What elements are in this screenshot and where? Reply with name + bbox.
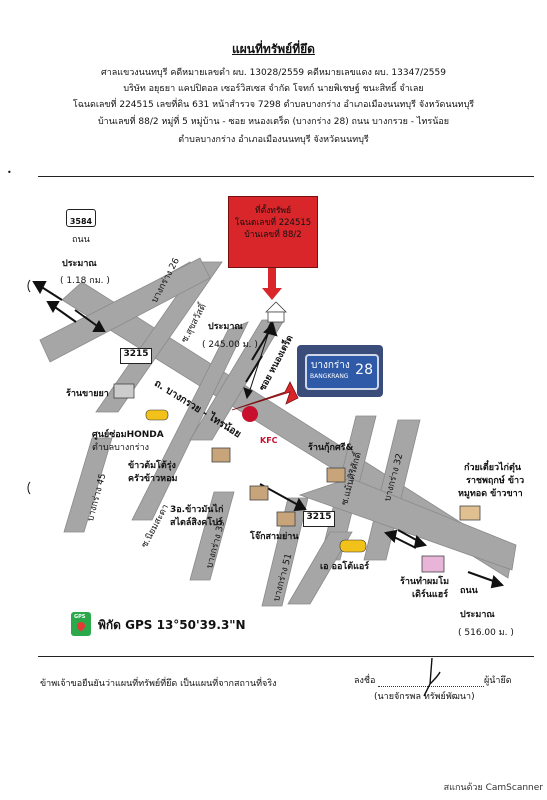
highway-3215-right-number: 3215	[306, 512, 332, 522]
lower-mid-road	[287, 531, 353, 605]
property-box-house: บ้านเลขที่ 88/2	[244, 230, 302, 240]
property-down-arrow	[262, 268, 282, 300]
court-case-line: ศาลแขวงนนทบุรี คดีหมายเลขดำ ผบ. 13028/25…	[100, 68, 446, 78]
signature-role: ผู้นำยึด	[484, 676, 512, 686]
bangkrang-39-road	[189, 491, 235, 581]
signature-line	[378, 686, 484, 687]
property-location-box: ที่ตั้งทรัพย์ โฉนดเลขที่ 224515 บ้านเลขท…	[228, 196, 318, 268]
bangkrang-45-road	[63, 437, 113, 533]
upper-diagonal-road	[39, 257, 211, 363]
dot-mark: •	[7, 168, 12, 177]
landmark-khao-mun-gai-sub: สไตล์สิงคโปร์	[170, 518, 223, 528]
landmark-pharmacy: ร้านขายยา	[66, 389, 109, 399]
gps-pin-icon	[75, 620, 87, 632]
district-line: ตำบลบางกร่าง อำเภอเมืองนนทบุรี จังหวัดนน…	[178, 135, 369, 145]
landmark-khao-mun-gai: 3อ.ข้าวมันไก่	[170, 505, 224, 515]
gps-coordinates: พิกัด GPS 13°50'39.3"N	[98, 618, 246, 632]
deed-line: โฉนดเลขที่ 224515 เลขที่ดิน 631 หน้าสำรว…	[72, 100, 475, 110]
highway-3215-left-shield: 3215	[120, 348, 152, 364]
property-box-title: ที่ตั้งทรัพย์	[254, 206, 292, 216]
mid-distance-value: ( 245.00 ม. )	[202, 340, 258, 350]
left-distance-label: ประมาณ	[62, 259, 97, 269]
highway-3215-right-shield: 3215	[303, 511, 335, 527]
landmark-noodle: ก๋วยเตี๋ยวไก่ตุ๋น	[464, 463, 521, 473]
landmark-honda-sub: ตำบลบางกร่าง	[92, 443, 150, 453]
mid-distance-label: ประมาณ	[208, 322, 243, 332]
landmark-air: เอ ออโต้แอร์	[320, 562, 370, 572]
footer-divider	[38, 656, 534, 657]
property-box-deed: โฉนดเลขที่ 224515	[234, 218, 312, 228]
handwritten-signature	[423, 657, 441, 697]
right-east-road	[298, 477, 517, 571]
highway-3584-number: 3584	[69, 217, 93, 226]
landmark-shop-sub: เดิร์นแฮร์	[412, 590, 449, 600]
scanner-watermark: สแกนด้วย CamScanner	[443, 783, 543, 793]
sign-number: 28	[355, 362, 373, 378]
landmark-jok: โจ๊กสามย่าน	[250, 532, 299, 542]
gps-icon-text: GPS	[74, 614, 86, 620]
landmark-noodle-3: หมูทอด ข้าวขาา	[458, 489, 523, 499]
left-distance-value: ( 1.18 กม. )	[60, 276, 110, 286]
red-pointer-arrow	[231, 381, 299, 411]
sign-english-text: BANGKRANG	[310, 373, 349, 380]
landmark-khao-tom: ข้าวต้มโต้รุ่ง	[128, 461, 176, 471]
header-divider	[38, 176, 534, 177]
soi-niyomsa-road	[131, 321, 249, 521]
sign-plate: บางกร่าง BANGKRANG 28	[305, 354, 379, 390]
highway-3215-left-number: 3215	[123, 349, 149, 359]
highway-3584-label: ถนน	[72, 235, 90, 245]
address-line: บ้านเลขที่ 88/2 หมู่ที่ 5 หมู่บ้าน - ซอย…	[97, 117, 450, 127]
right-distance-value: ( 516.00 ม. )	[458, 628, 514, 638]
bangkrang-28-sign: บางกร่าง BANGKRANG 28	[297, 345, 383, 397]
sign-thai-text: บางกร่าง	[311, 360, 350, 371]
highway-3584-shield: 3584	[66, 209, 96, 227]
signature-prefix: ลงชื่อ	[354, 676, 376, 686]
signer-name: (นายจักรพล ทรัพย์พัฒนา)	[374, 692, 475, 702]
landmark-kfc: KFC	[260, 436, 278, 445]
right-road-label: ถนน	[460, 586, 478, 596]
certification-statement: ข้าพเจ้าขอยืนยันว่าแผนที่ทรัพย์ที่ยึด เป…	[40, 679, 277, 689]
landmark-khao-tom-sub: ครัวข้าวหอม	[128, 474, 178, 484]
gps-map-icon: GPS	[71, 612, 91, 636]
bangkrang-51-road	[261, 497, 309, 607]
map-title: แผนที่ทรัพย์ที่ยึด	[232, 42, 315, 56]
landmark-shop: ร้านทำผมโม	[400, 577, 449, 587]
landmark-kook-sri: ร้านกุ้กศรี&	[308, 443, 354, 453]
right-distance-label: ประมาณ	[460, 610, 495, 620]
landmark-noodle-2: ราชพฤกษ์ ข้าว	[466, 476, 525, 486]
landmark-honda: ศูนย์ซ่อมHONDA	[92, 430, 164, 440]
parties-line: บริษัท อยุธยา แคปปิตอล เซอร์วิสเซส จำกัด…	[123, 84, 424, 94]
